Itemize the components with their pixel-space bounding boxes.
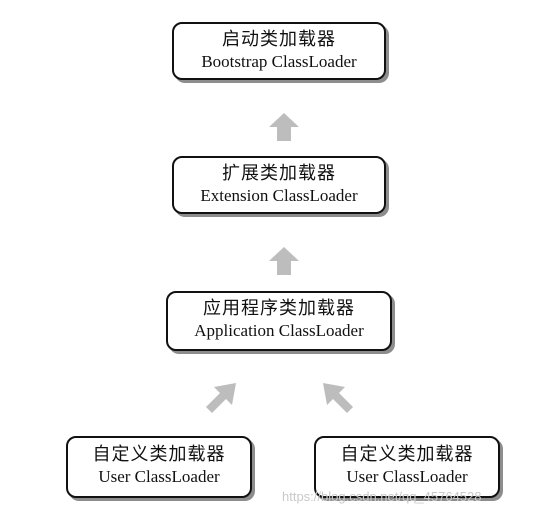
user-classloader-box-left: 自定义类加载器 User ClassLoader: [66, 436, 252, 498]
extension-classloader-box: 扩展类加载器 Extension ClassLoader: [172, 156, 386, 214]
user-classloader-box-right: 自定义类加载器 User ClassLoader: [314, 436, 500, 498]
user-right-label-zh: 自定义类加载器: [340, 444, 474, 465]
bootstrap-classloader-box: 启动类加载器 Bootstrap ClassLoader: [172, 22, 386, 80]
bootstrap-label-zh: 启动类加载器: [222, 29, 336, 50]
user-right-label-en: User ClassLoader: [346, 467, 468, 486]
application-label-zh: 应用程序类加载器: [203, 298, 355, 319]
arrow-up-icon: [269, 247, 299, 275]
arrow-up-right-icon: [206, 383, 236, 413]
user-left-label-zh: 自定义类加载器: [92, 444, 226, 465]
extension-label-zh: 扩展类加载器: [222, 163, 336, 184]
extension-label-en: Extension ClassLoader: [200, 186, 358, 205]
application-classloader-box: 应用程序类加载器 Application ClassLoader: [166, 291, 392, 351]
arrow-up-icon: [269, 113, 299, 141]
arrow-up-left-icon: [323, 383, 353, 413]
user-left-label-en: User ClassLoader: [98, 467, 220, 486]
application-label-en: Application ClassLoader: [194, 321, 364, 340]
bootstrap-label-en: Bootstrap ClassLoader: [201, 52, 357, 71]
watermark-text: https://blog.csdn.net/qq_45764528: [282, 489, 482, 504]
